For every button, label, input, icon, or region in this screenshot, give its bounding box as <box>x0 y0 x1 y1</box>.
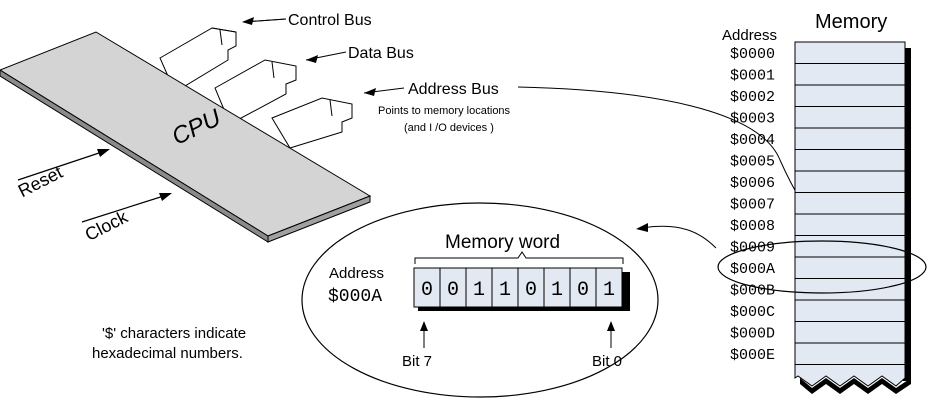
bit7-label: Bit 7 <box>402 353 432 370</box>
memory-address-label: $0003 <box>730 111 775 128</box>
memory-shadow <box>903 48 911 381</box>
memory-address-label: $0002 <box>730 89 775 106</box>
clock-arrow <box>81 193 171 223</box>
bit-cell <box>491 267 519 308</box>
address-bus-to-memory-arrow <box>517 86 841 263</box>
memory-address-label: $000A <box>730 261 775 278</box>
address-bus-label: Address Bus <box>408 81 499 98</box>
bit-value: 0 <box>421 279 433 302</box>
bit-value: 1 <box>603 279 615 302</box>
cpu-chip-side <box>267 195 371 243</box>
reset-label: Reset <box>15 162 66 201</box>
bit7-arrowhead <box>420 321 428 331</box>
memory-word-title: Memory word <box>445 232 560 253</box>
bit0-label: Bit 0 <box>592 353 622 370</box>
bit-value: 0 <box>447 279 459 302</box>
memory-rows: $0000 $0001 $0002 $0003 $0004 $0005 $0006 $0007… <box>730 46 905 365</box>
cpu-block: CPU Control Bus Data Bus Address Bus Poi… <box>0 12 511 245</box>
bit-cell <box>569 267 597 308</box>
memory-address-label: $0007 <box>730 197 775 214</box>
word-address-label: Address <box>329 265 384 282</box>
memory-word-brace <box>414 251 624 264</box>
memory-title: Memory <box>815 11 887 33</box>
bit-value: 1 <box>551 279 563 302</box>
memory-address-label: $0001 <box>730 68 775 85</box>
bit-cell <box>413 267 441 308</box>
reset-arrow <box>17 149 109 181</box>
bit-cell <box>543 267 571 308</box>
selected-address-ellipse <box>717 240 927 294</box>
bit-value: 1 <box>473 279 485 302</box>
bit-cell <box>595 267 623 308</box>
address-bus-connector <box>271 97 353 149</box>
memory-address-label: $0006 <box>730 175 775 192</box>
bit-cell <box>517 267 545 308</box>
memory-block: Memory Address $0000 $0001 $0002 $0003 $0004… <box>722 11 911 394</box>
hex-note-line1: '$' characters indicate <box>102 325 246 342</box>
data-bus-label: Data Bus <box>348 45 414 62</box>
memory-address-label: $0000 <box>730 46 775 63</box>
memory-torn-edge-shadow <box>800 378 911 394</box>
memory-address-label: $000D <box>730 326 775 343</box>
memory-address-label: $0004 <box>730 132 775 149</box>
bit0-arrowhead <box>607 321 615 331</box>
bit-value: 0 <box>577 279 589 302</box>
memory-address-header: Address <box>722 27 777 44</box>
memory-address-label: $0008 <box>730 218 775 235</box>
control-bus-label: Control Bus <box>288 12 372 29</box>
memory-to-word-arrowhead <box>636 223 648 232</box>
address-bus-note-line1: Points to memory locations <box>378 105 511 117</box>
address-bus-note-line2: (and I /O devices ) <box>404 122 494 134</box>
memory-to-word-arrow <box>641 225 717 249</box>
bit-value: 1 <box>499 279 511 302</box>
word-address-value: $000A <box>328 287 382 307</box>
clock-label: Clock <box>82 206 132 245</box>
bit-value: 0 <box>525 279 537 302</box>
memory-address-label: $000B <box>730 283 775 300</box>
memory-address-label: $000E <box>730 347 775 364</box>
hex-note-line2: hexadecimal numbers. <box>92 345 243 362</box>
memory-word-ellipse <box>301 202 659 398</box>
memory-address-label: $000C <box>730 304 775 321</box>
memory-address-label: $0005 <box>730 154 775 171</box>
